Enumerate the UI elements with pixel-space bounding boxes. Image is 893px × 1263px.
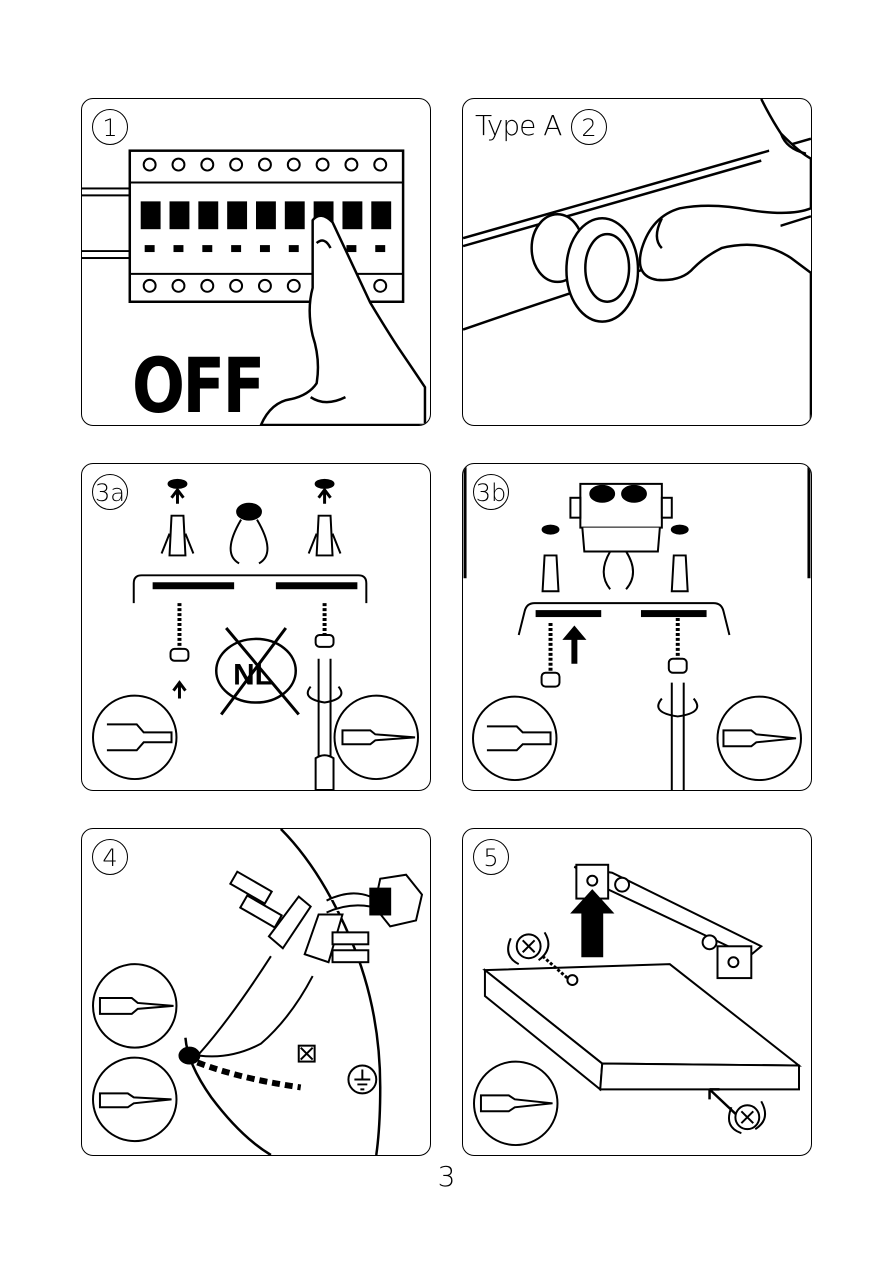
bracket-mounting-illustration: NL — [82, 464, 430, 790]
page-number: 3 — [0, 1160, 893, 1193]
breaker-switch[interactable] — [343, 202, 361, 228]
finger-icon — [640, 99, 811, 425]
breaker-indicator — [347, 246, 355, 251]
screwdriver-icon — [316, 659, 334, 790]
step-number: 3a — [92, 474, 128, 510]
breaker-indicator — [146, 246, 154, 251]
screw-icon — [171, 603, 189, 661]
breaker-indicator — [203, 246, 211, 251]
breaker-indicator — [261, 246, 269, 251]
bracket-mounting-illustration — [463, 464, 811, 790]
terminal-block-icon — [570, 484, 671, 552]
breaker-indicator — [175, 246, 183, 251]
panel-step-1: 1 OFF — [81, 98, 431, 426]
drill-icon — [93, 696, 176, 779]
breaker-indicator — [290, 246, 298, 251]
step-number: 4 — [92, 839, 128, 875]
rotate-arrow-icon — [729, 1101, 765, 1133]
type-label: Type A — [475, 109, 561, 142]
breaker-switch[interactable] — [257, 202, 275, 228]
step-number: 5 — [473, 839, 509, 875]
breaker-switch[interactable] — [286, 202, 304, 228]
grommet-illustration — [463, 99, 811, 425]
breaker-switch[interactable] — [372, 202, 390, 228]
step-number: 1 — [92, 109, 128, 145]
rotate-arrow-icon — [658, 699, 697, 717]
fixture-mounting-illustration — [463, 829, 811, 1155]
wiring-illustration — [82, 829, 430, 1155]
terminal-block-icon — [230, 872, 368, 963]
off-label: OFF — [132, 341, 263, 426]
grommet-icon — [532, 214, 638, 321]
breaker-switch[interactable] — [142, 202, 160, 228]
panel-step-4: 4 — [81, 828, 431, 1156]
breaker-indicator — [232, 246, 240, 251]
panel-step-5: 5 — [462, 828, 812, 1156]
breaker-switch[interactable] — [228, 202, 246, 228]
no-sign-text: NL — [233, 659, 273, 692]
wall-plug-icon — [672, 555, 688, 591]
drill-icon — [473, 697, 556, 780]
rotate-arrow-icon — [308, 687, 342, 703]
breaker-switch[interactable] — [199, 202, 217, 228]
panel-step-3a: NL 3a — [81, 463, 431, 791]
wall-plug-icon — [543, 555, 559, 591]
screwdriver-icon — [672, 683, 684, 790]
ground-icon — [348, 1066, 376, 1094]
nut-icon — [370, 875, 422, 927]
panel-step-2: Type A 2 — [462, 98, 812, 426]
wall-plug-icon — [162, 516, 194, 556]
screw-icon — [316, 603, 334, 647]
pliers-icon — [231, 504, 268, 564]
panel-step-3b: 3b — [462, 463, 812, 791]
step-number: 2 — [571, 109, 607, 145]
wall-plug-icon — [309, 516, 341, 556]
step-number: 3b — [473, 474, 509, 510]
rotate-arrow-icon — [508, 932, 548, 964]
bracket-icon — [134, 575, 367, 603]
breaker-indicator — [376, 246, 384, 251]
breaker-switch[interactable] — [171, 202, 189, 228]
